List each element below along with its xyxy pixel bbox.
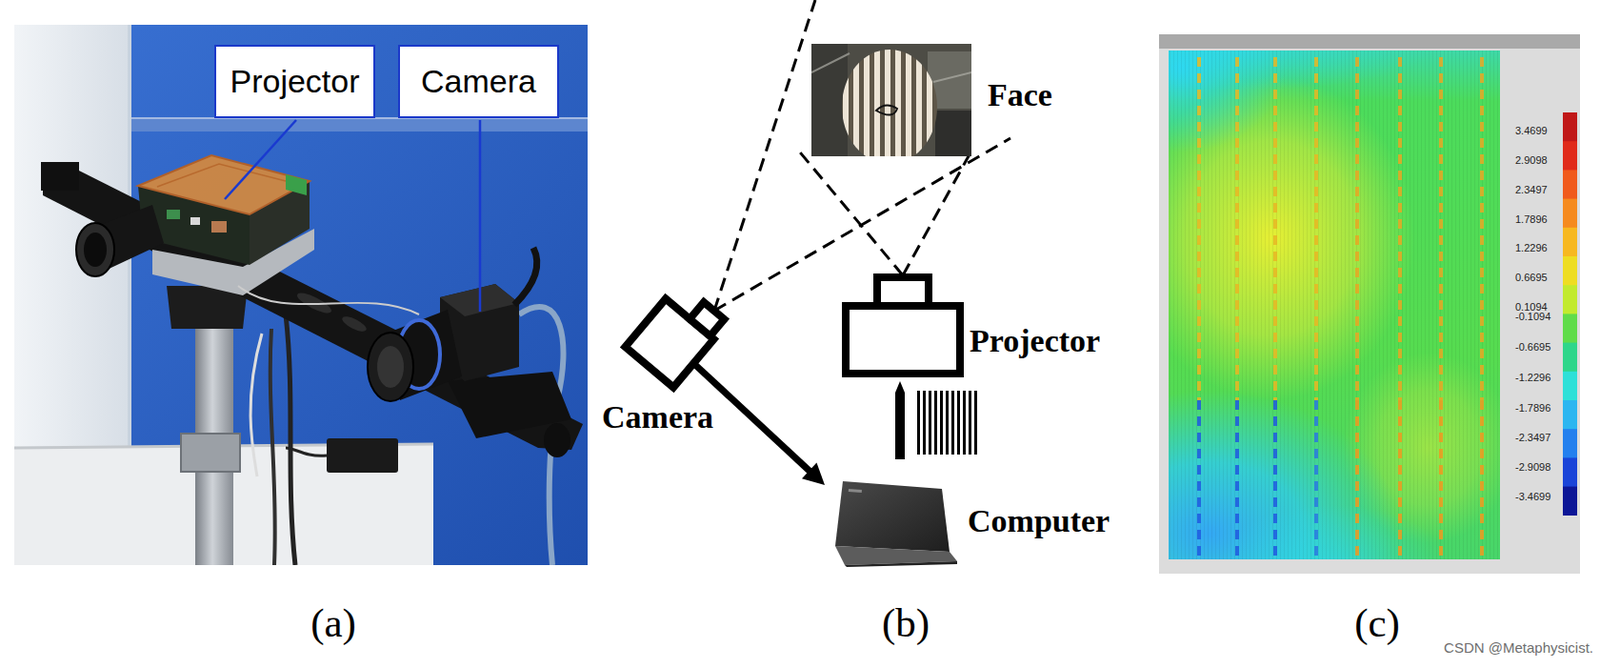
projector-symbol-outline (841, 273, 964, 378)
leader-line (479, 120, 482, 312)
map-frame (1159, 34, 1580, 49)
projector-cover (138, 155, 310, 215)
camera-lens (367, 332, 414, 401)
panel-caption: (c) (1354, 600, 1400, 645)
panel-caption: (b) (881, 600, 930, 645)
cable (250, 333, 262, 477)
projector-symbol: Projector (841, 273, 964, 378)
rail-end (40, 161, 80, 191)
view-cone-line (714, 0, 1011, 311)
colorbar-value: -1.2296 (1515, 371, 1551, 383)
terminal (285, 174, 307, 196)
partition-band (131, 118, 588, 132)
device-label: Face (987, 76, 1053, 114)
camera-symbol-outline (609, 276, 743, 400)
rail (42, 166, 583, 450)
cable (285, 314, 296, 565)
cable (238, 285, 420, 315)
colorbar-value: -2.9098 (1515, 460, 1551, 473)
camera-glass (377, 345, 404, 388)
face-photo (811, 43, 972, 157)
panel-caption: (a) (310, 600, 357, 645)
callout-box: Camera (398, 44, 560, 119)
pen-symbol (895, 380, 905, 460)
setup-photo (14, 24, 588, 565)
colorbar-value: 3.4699 (1515, 124, 1548, 137)
arrow-head (801, 462, 825, 485)
knob (543, 422, 571, 458)
error-map (1168, 50, 1500, 560)
colorbar-value: 1.7896 (1515, 213, 1548, 225)
partition (14, 24, 588, 565)
color-bar (1562, 112, 1578, 516)
colorbar-value: -2.3497 (1515, 431, 1551, 443)
colorbar-value: -0.1094 (1515, 310, 1551, 322)
projector-lens (83, 232, 107, 267)
component (166, 209, 180, 220)
charger (326, 438, 399, 473)
trace (157, 163, 286, 187)
colorbar-value: -1.7896 (1515, 401, 1551, 414)
stand-clamp (180, 433, 240, 472)
fringe-pattern (917, 390, 978, 455)
device-label: Camera (601, 398, 714, 436)
colorbar-value: 2.3497 (1515, 183, 1548, 196)
callout-box: Projector (214, 44, 376, 119)
map-frame (1159, 34, 1580, 574)
wall (14, 24, 130, 448)
device-label: Computer (967, 501, 1110, 540)
colorbar-value: -0.6695 (1515, 340, 1551, 353)
component (211, 220, 227, 233)
cable (270, 328, 276, 565)
callout-text: Camera (420, 62, 537, 100)
leader-line (224, 120, 297, 200)
projector-lens (76, 222, 115, 277)
watermark: CSDN @Metaphysicist. (1443, 640, 1594, 657)
colorbar-value: 1.2296 (1515, 241, 1548, 254)
component (190, 217, 200, 225)
colorbar-value: -3.4699 (1515, 490, 1551, 502)
laptop-icon: Computer (831, 479, 960, 567)
cable (514, 247, 538, 305)
camera-symbol: Camera (609, 276, 743, 400)
rail-slot (340, 313, 368, 335)
callout-text: Projector (229, 62, 360, 100)
face-image: Face (811, 43, 972, 157)
cable (285, 447, 327, 456)
device-label: Projector (969, 321, 1100, 360)
colorbar-value: 2.9098 (1515, 154, 1548, 166)
colorbar-value: 0.6695 (1515, 271, 1548, 283)
laptop-drawing (831, 479, 960, 567)
